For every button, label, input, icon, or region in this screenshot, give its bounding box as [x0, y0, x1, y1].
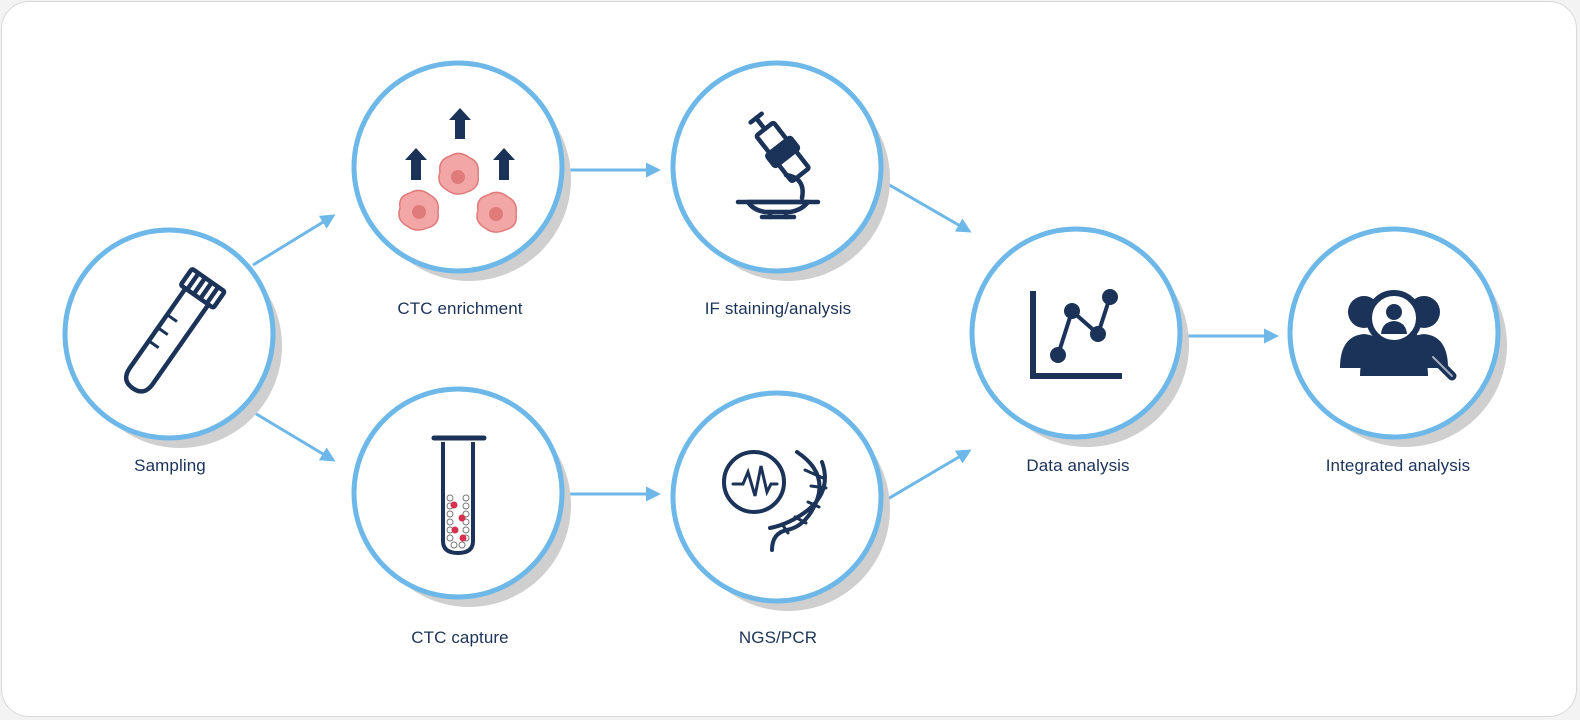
label-integrated: Integrated analysis [1325, 456, 1471, 475]
node-integrated [1287, 226, 1507, 447]
edges [252, 162, 1279, 502]
label-enrichment: CTC enrichment [397, 299, 523, 318]
edge-sampling-to-capture [252, 410, 336, 462]
label-sampling: Sampling [134, 456, 206, 475]
label-if-staining: IF staining/analysis [704, 299, 852, 318]
line-chart-icon [1030, 289, 1122, 379]
node-enrichment [351, 60, 571, 281]
node-capture [351, 386, 571, 607]
cell-enrichment-icon [398, 108, 518, 233]
microscope-icon [735, 111, 821, 220]
label-capture: CTC capture [411, 628, 509, 647]
dna-signal-icon [722, 450, 828, 552]
people-magnifier-icon [1340, 290, 1457, 381]
edge-if-staining-to-data-analysis [885, 181, 972, 233]
node-sampling [62, 227, 282, 448]
node-ngs-pcr [670, 390, 890, 611]
edge-sampling-to-enrichment [252, 214, 336, 267]
label-data-analysis: Data analysis [1026, 456, 1130, 475]
node-if-staining [670, 60, 890, 281]
edge-ngs-pcr-to-data-analysis [885, 449, 972, 502]
node-data-analysis [969, 226, 1189, 447]
label-ngs-pcr: NGS/PCR [738, 628, 818, 647]
blood-tube-icon [123, 267, 227, 394]
capture-tube-icon [431, 435, 487, 556]
